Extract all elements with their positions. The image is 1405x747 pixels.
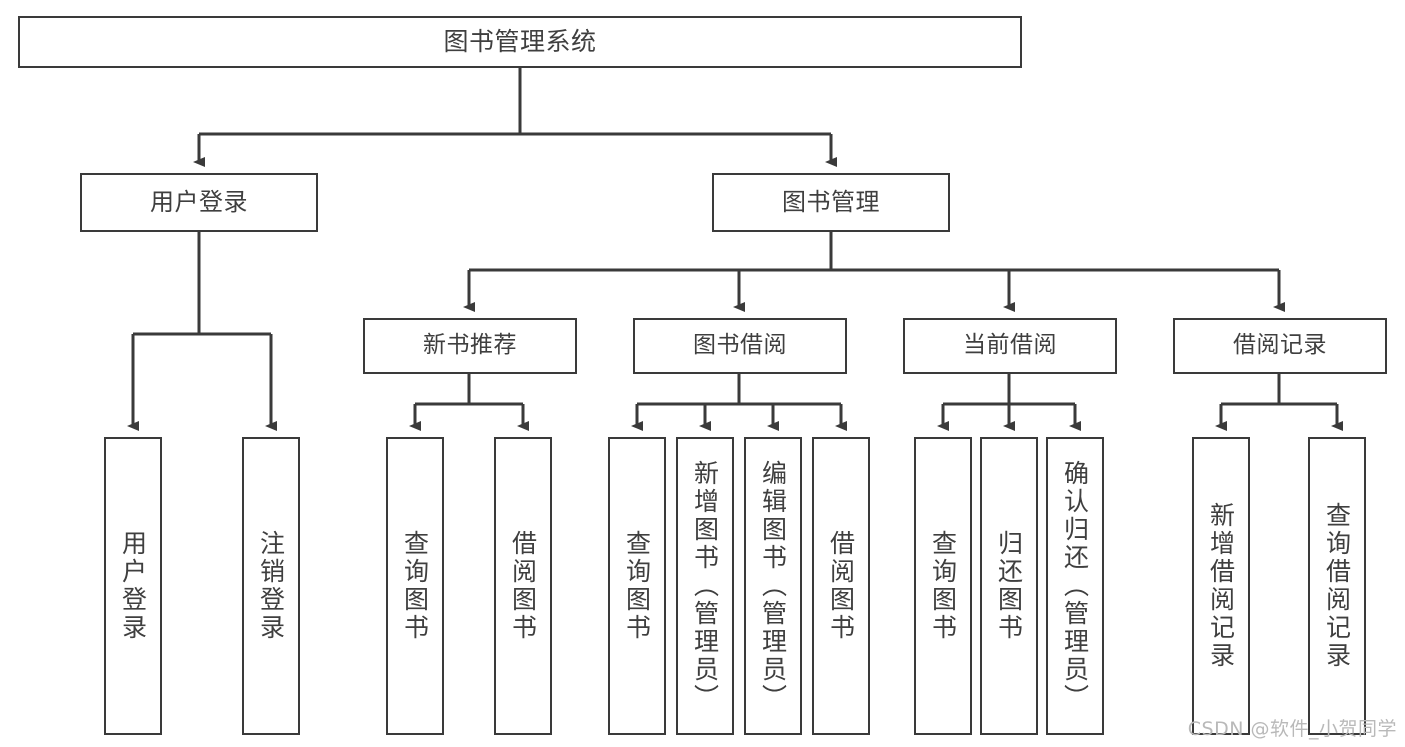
node-user-login[interactable]: 用户登录 bbox=[80, 173, 318, 232]
node-label: 查询图书 bbox=[400, 530, 430, 642]
leaf-current-return-book[interactable]: 归还图书 bbox=[980, 437, 1038, 735]
leaf-current-confirm-return-admin[interactable]: 确认归还（管理员） bbox=[1046, 437, 1104, 735]
leaf-borrow-edit-book-admin[interactable]: 编辑图书（管理员） bbox=[744, 437, 802, 735]
leaf-borrow-borrow-book[interactable]: 借阅图书 bbox=[812, 437, 870, 735]
node-label: 注销登录 bbox=[256, 530, 286, 642]
node-label: 新增图书（管理员） bbox=[690, 460, 720, 712]
leaf-borrow-query-book[interactable]: 查询图书 bbox=[608, 437, 666, 735]
node-label: 当前借阅 bbox=[963, 332, 1057, 359]
node-label: 查询借阅记录 bbox=[1322, 502, 1352, 670]
node-label: 图书借阅 bbox=[693, 332, 787, 359]
leaf-record-add-borrow-record[interactable]: 新增借阅记录 bbox=[1192, 437, 1250, 735]
node-label: 用户登录 bbox=[118, 530, 148, 642]
watermark: CSDN @软件_小贺同学 bbox=[1187, 718, 1397, 740]
node-label: 用户登录 bbox=[150, 188, 248, 217]
leaf-record-query-borrow-record[interactable]: 查询借阅记录 bbox=[1308, 437, 1366, 735]
leaf-new-book-query[interactable]: 查询图书 bbox=[386, 437, 444, 735]
node-new-book-recommend[interactable]: 新书推荐 bbox=[363, 318, 577, 374]
node-root-book-management-system[interactable]: 图书管理系统 bbox=[18, 16, 1022, 68]
node-label: 查询图书 bbox=[622, 530, 652, 642]
node-book-borrow[interactable]: 图书借阅 bbox=[633, 318, 847, 374]
node-label: 编辑图书（管理员） bbox=[758, 460, 788, 712]
leaf-current-query-book[interactable]: 查询图书 bbox=[914, 437, 972, 735]
node-label: 归还图书 bbox=[994, 530, 1024, 642]
node-label: 查询图书 bbox=[928, 530, 958, 642]
leaf-borrow-add-book-admin[interactable]: 新增图书（管理员） bbox=[676, 437, 734, 735]
node-book-management[interactable]: 图书管理 bbox=[712, 173, 950, 232]
node-label: 新增借阅记录 bbox=[1206, 502, 1236, 670]
leaf-user-login-signin[interactable]: 用户登录 bbox=[104, 437, 162, 735]
leaf-new-book-borrow[interactable]: 借阅图书 bbox=[494, 437, 552, 735]
node-label: 新书推荐 bbox=[423, 332, 517, 359]
node-label: 借阅记录 bbox=[1233, 332, 1327, 359]
node-label: 确认归还（管理员） bbox=[1060, 460, 1090, 712]
node-current-borrow[interactable]: 当前借阅 bbox=[903, 318, 1117, 374]
leaf-user-login-signout[interactable]: 注销登录 bbox=[242, 437, 300, 735]
node-label: 借阅图书 bbox=[508, 530, 538, 642]
node-label: 图书管理系统 bbox=[443, 27, 597, 56]
node-borrow-record[interactable]: 借阅记录 bbox=[1173, 318, 1387, 374]
node-label: 图书管理 bbox=[782, 188, 880, 217]
node-label: 借阅图书 bbox=[826, 530, 856, 642]
